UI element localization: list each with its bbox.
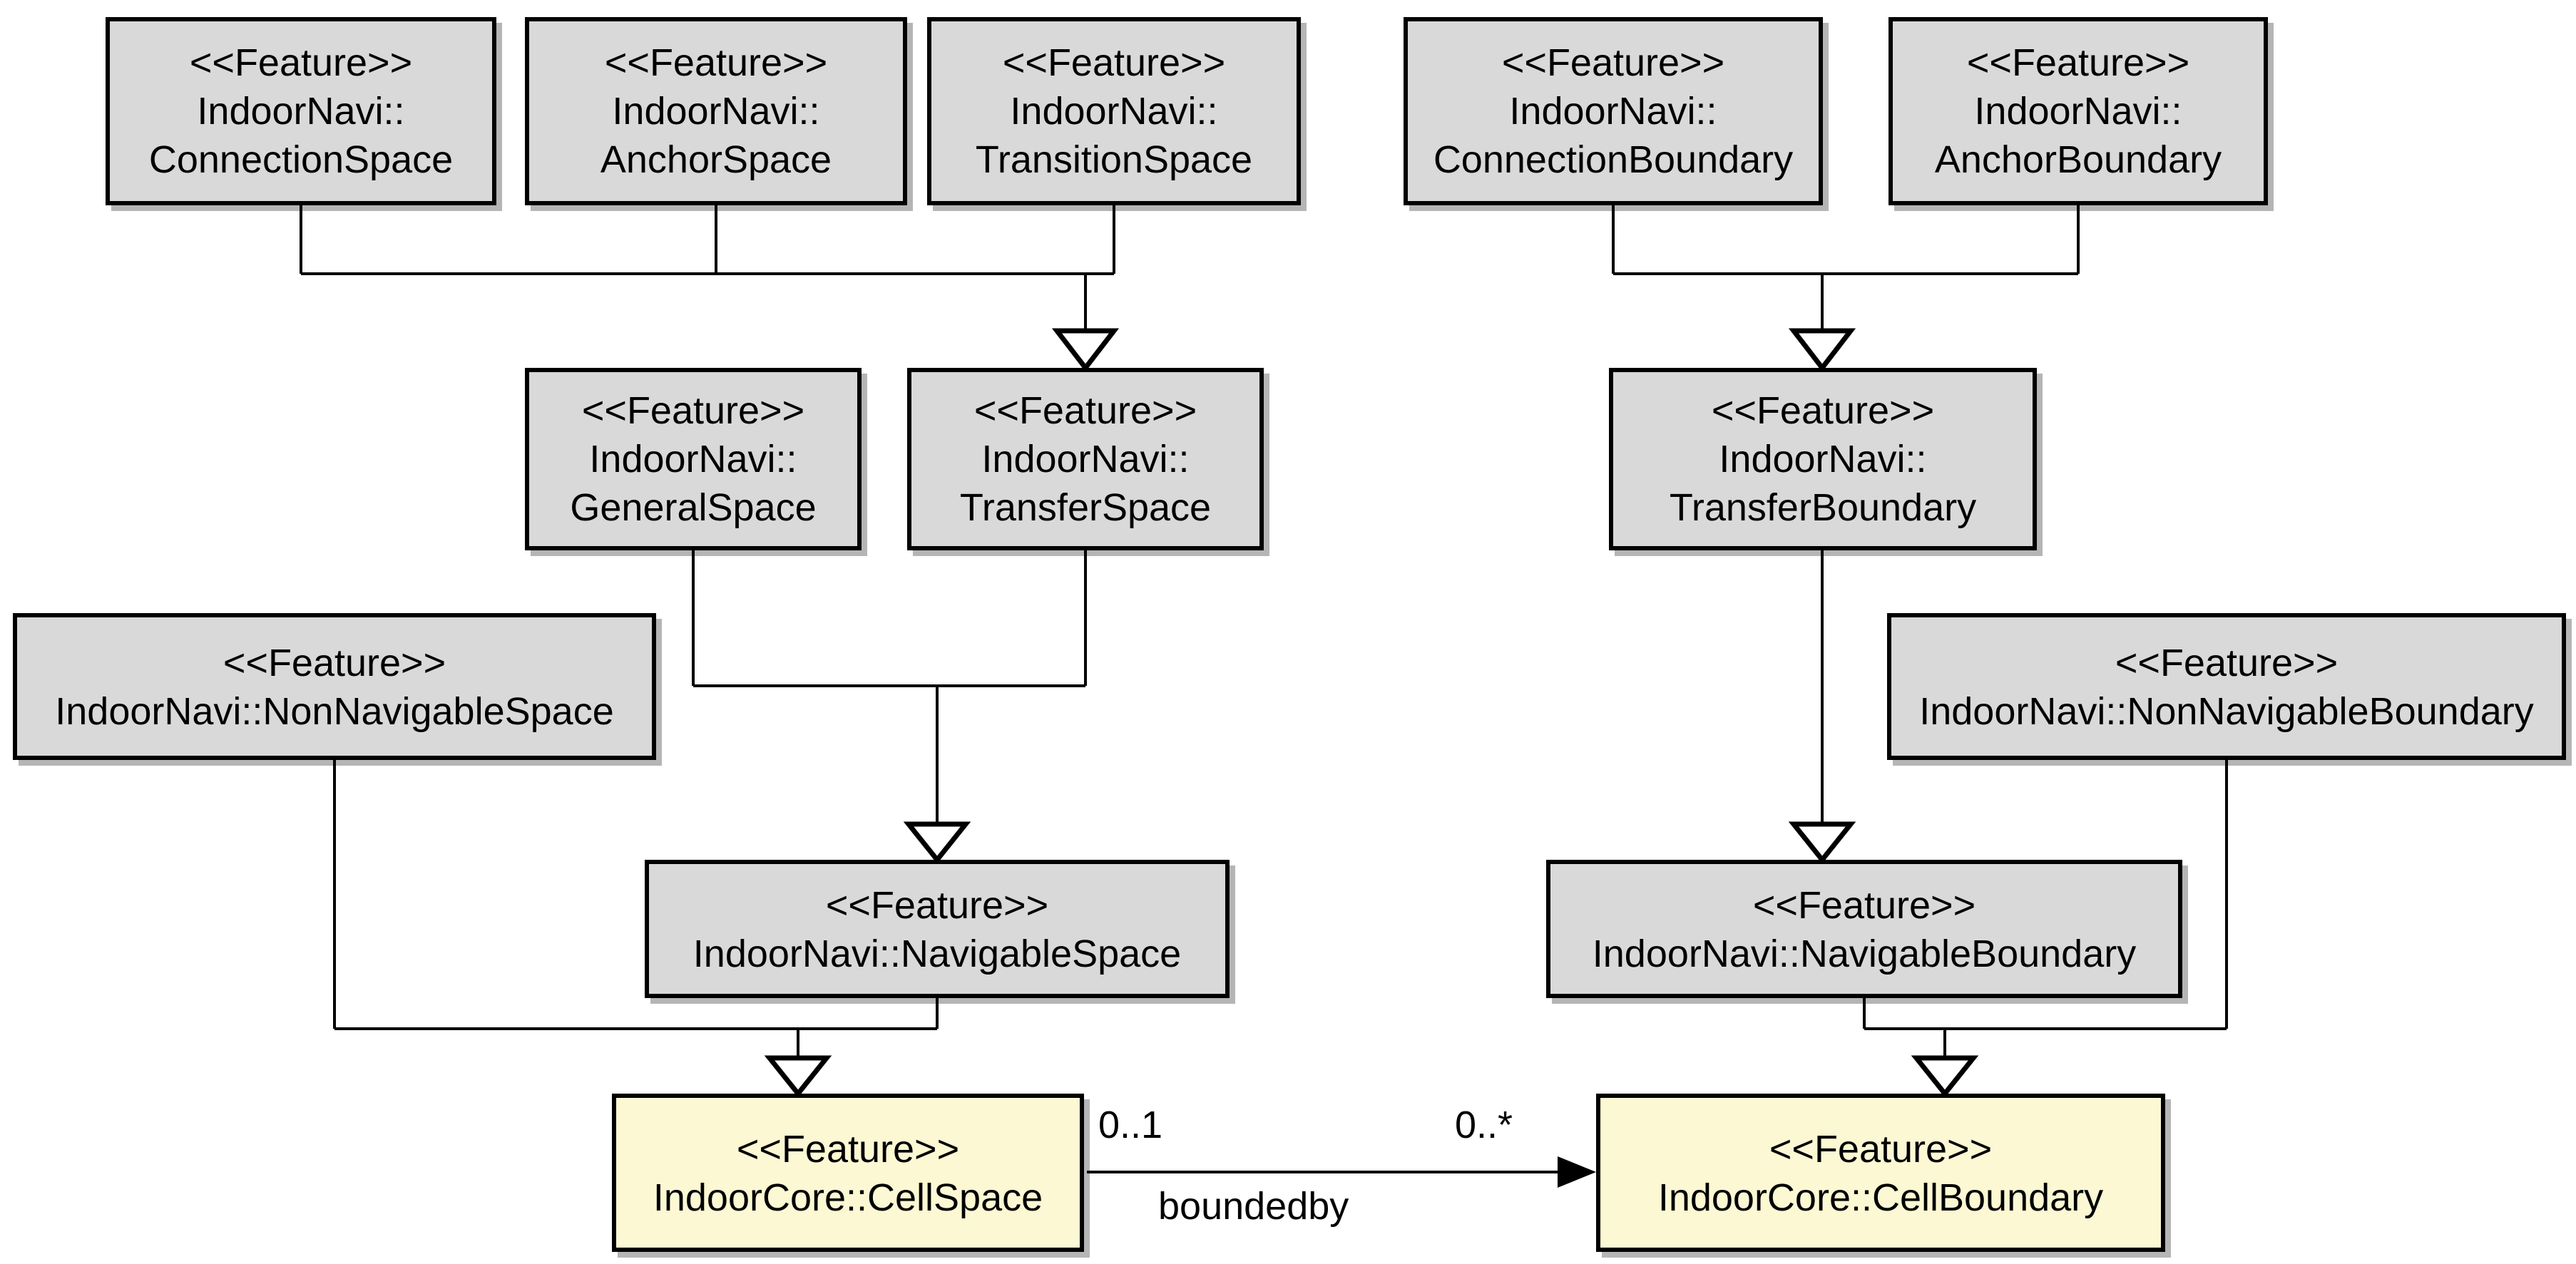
stereotype-label: <<Feature>> bbox=[1769, 1127, 1993, 1170]
class-name-qualifier: IndoorNavi:: bbox=[981, 438, 1190, 481]
class-name-qualifier: IndoorNavi:: bbox=[1719, 438, 1927, 481]
stereotype-label: <<Feature>> bbox=[2115, 641, 2339, 684]
association-name: boundedby bbox=[1158, 1185, 1349, 1228]
class-name: IndoorNavi::NonNavigableBoundary bbox=[1919, 689, 2534, 732]
class-name: TransferSpace bbox=[959, 486, 1212, 529]
association-arrowhead-icon bbox=[1558, 1156, 1596, 1188]
generalization-edge-boundaries-to-transfer-boundary bbox=[1612, 205, 2080, 332]
generalization-arrow-icon bbox=[764, 1055, 832, 1098]
stereotype-label: <<Feature>> bbox=[1711, 389, 1935, 432]
class-name: IndoorCore::CellBoundary bbox=[1657, 1176, 2104, 1218]
class-name-qualifier: IndoorNavi:: bbox=[589, 438, 797, 481]
generalization-arrow-icon bbox=[1051, 328, 1120, 372]
feature-box-navigable-boundary: <<Feature>> IndoorNavi::NavigableBoundar… bbox=[1546, 860, 2182, 998]
multiplicity-target: 0..* bbox=[1455, 1104, 1513, 1146]
generalization-edge-to-navigable-space bbox=[692, 550, 1087, 824]
feature-box-connection-space: <<Feature>> IndoorNavi:: ConnectionSpace bbox=[106, 17, 496, 205]
class-name-qualifier: IndoorNavi:: bbox=[197, 90, 405, 133]
class-name: IndoorNavi::NonNavigableSpace bbox=[55, 689, 614, 732]
feature-box-transfer-boundary: <<Feature>> IndoorNavi:: TransferBoundar… bbox=[1609, 368, 2037, 550]
generalization-arrow-icon bbox=[1788, 821, 1856, 864]
class-name: AnchorBoundary bbox=[1934, 138, 2222, 181]
class-name: IndoorCore::CellSpace bbox=[653, 1176, 1043, 1218]
stereotype-label: <<Feature>> bbox=[1002, 41, 1226, 84]
stereotype-label: <<Feature>> bbox=[825, 883, 1049, 926]
feature-box-cell-space: <<Feature>> IndoorCore::CellSpace bbox=[612, 1094, 1084, 1252]
class-name: GeneralSpace bbox=[570, 486, 817, 529]
class-name: IndoorNavi::NavigableBoundary bbox=[1592, 932, 2137, 975]
class-name: ConnectionSpace bbox=[148, 138, 454, 181]
stereotype-label: <<Feature>> bbox=[604, 41, 828, 84]
feature-box-cell-boundary: <<Feature>> IndoorCore::CellBoundary bbox=[1596, 1094, 2165, 1252]
feature-box-anchor-space: <<Feature>> IndoorNavi:: AnchorSpace bbox=[525, 17, 907, 205]
generalization-arrow-icon bbox=[1788, 328, 1856, 372]
stereotype-label: <<Feature>> bbox=[1752, 883, 1976, 926]
stereotype-label: <<Feature>> bbox=[1966, 41, 2190, 84]
class-name: TransitionSpace bbox=[975, 138, 1253, 181]
stereotype-label: <<Feature>> bbox=[581, 389, 805, 432]
stereotype-label: <<Feature>> bbox=[973, 389, 1197, 432]
feature-box-connection-boundary: <<Feature>> IndoorNavi:: ConnectionBound… bbox=[1404, 17, 1823, 205]
stereotype-label: <<Feature>> bbox=[223, 641, 446, 684]
generalization-arrow-icon bbox=[1911, 1055, 1979, 1098]
feature-box-non-navigable-space: <<Feature>> IndoorNavi::NonNavigableSpac… bbox=[13, 613, 656, 760]
class-name: TransferBoundary bbox=[1669, 486, 1977, 529]
feature-box-transition-space: <<Feature>> IndoorNavi:: TransitionSpace bbox=[927, 17, 1301, 205]
feature-box-general-space: <<Feature>> IndoorNavi:: GeneralSpace bbox=[525, 368, 862, 550]
class-name-qualifier: IndoorNavi:: bbox=[612, 90, 820, 133]
stereotype-label: <<Feature>> bbox=[1501, 41, 1725, 84]
feature-box-non-navigable-boundary: <<Feature>> IndoorNavi::NonNavigableBoun… bbox=[1887, 613, 2566, 760]
feature-box-navigable-space: <<Feature>> IndoorNavi::NavigableSpace bbox=[645, 860, 1230, 998]
generalization-arrow-icon bbox=[903, 821, 971, 864]
class-name: ConnectionBoundary bbox=[1433, 138, 1794, 181]
feature-box-transfer-space: <<Feature>> IndoorNavi:: TransferSpace bbox=[907, 368, 1264, 550]
class-name: IndoorNavi::NavigableSpace bbox=[692, 932, 1182, 975]
class-name-qualifier: IndoorNavi:: bbox=[1974, 90, 2182, 133]
stereotype-label: <<Feature>> bbox=[736, 1127, 960, 1170]
class-name-qualifier: IndoorNavi:: bbox=[1010, 90, 1218, 133]
generalization-edge-spaces-to-transfer-space bbox=[300, 205, 1115, 332]
class-name: AnchorSpace bbox=[600, 138, 832, 181]
feature-box-anchor-boundary: <<Feature>> IndoorNavi:: AnchorBoundary bbox=[1888, 17, 2268, 205]
multiplicity-source: 0..1 bbox=[1098, 1104, 1163, 1146]
class-name-qualifier: IndoorNavi:: bbox=[1509, 90, 1717, 133]
stereotype-label: <<Feature>> bbox=[189, 41, 413, 84]
